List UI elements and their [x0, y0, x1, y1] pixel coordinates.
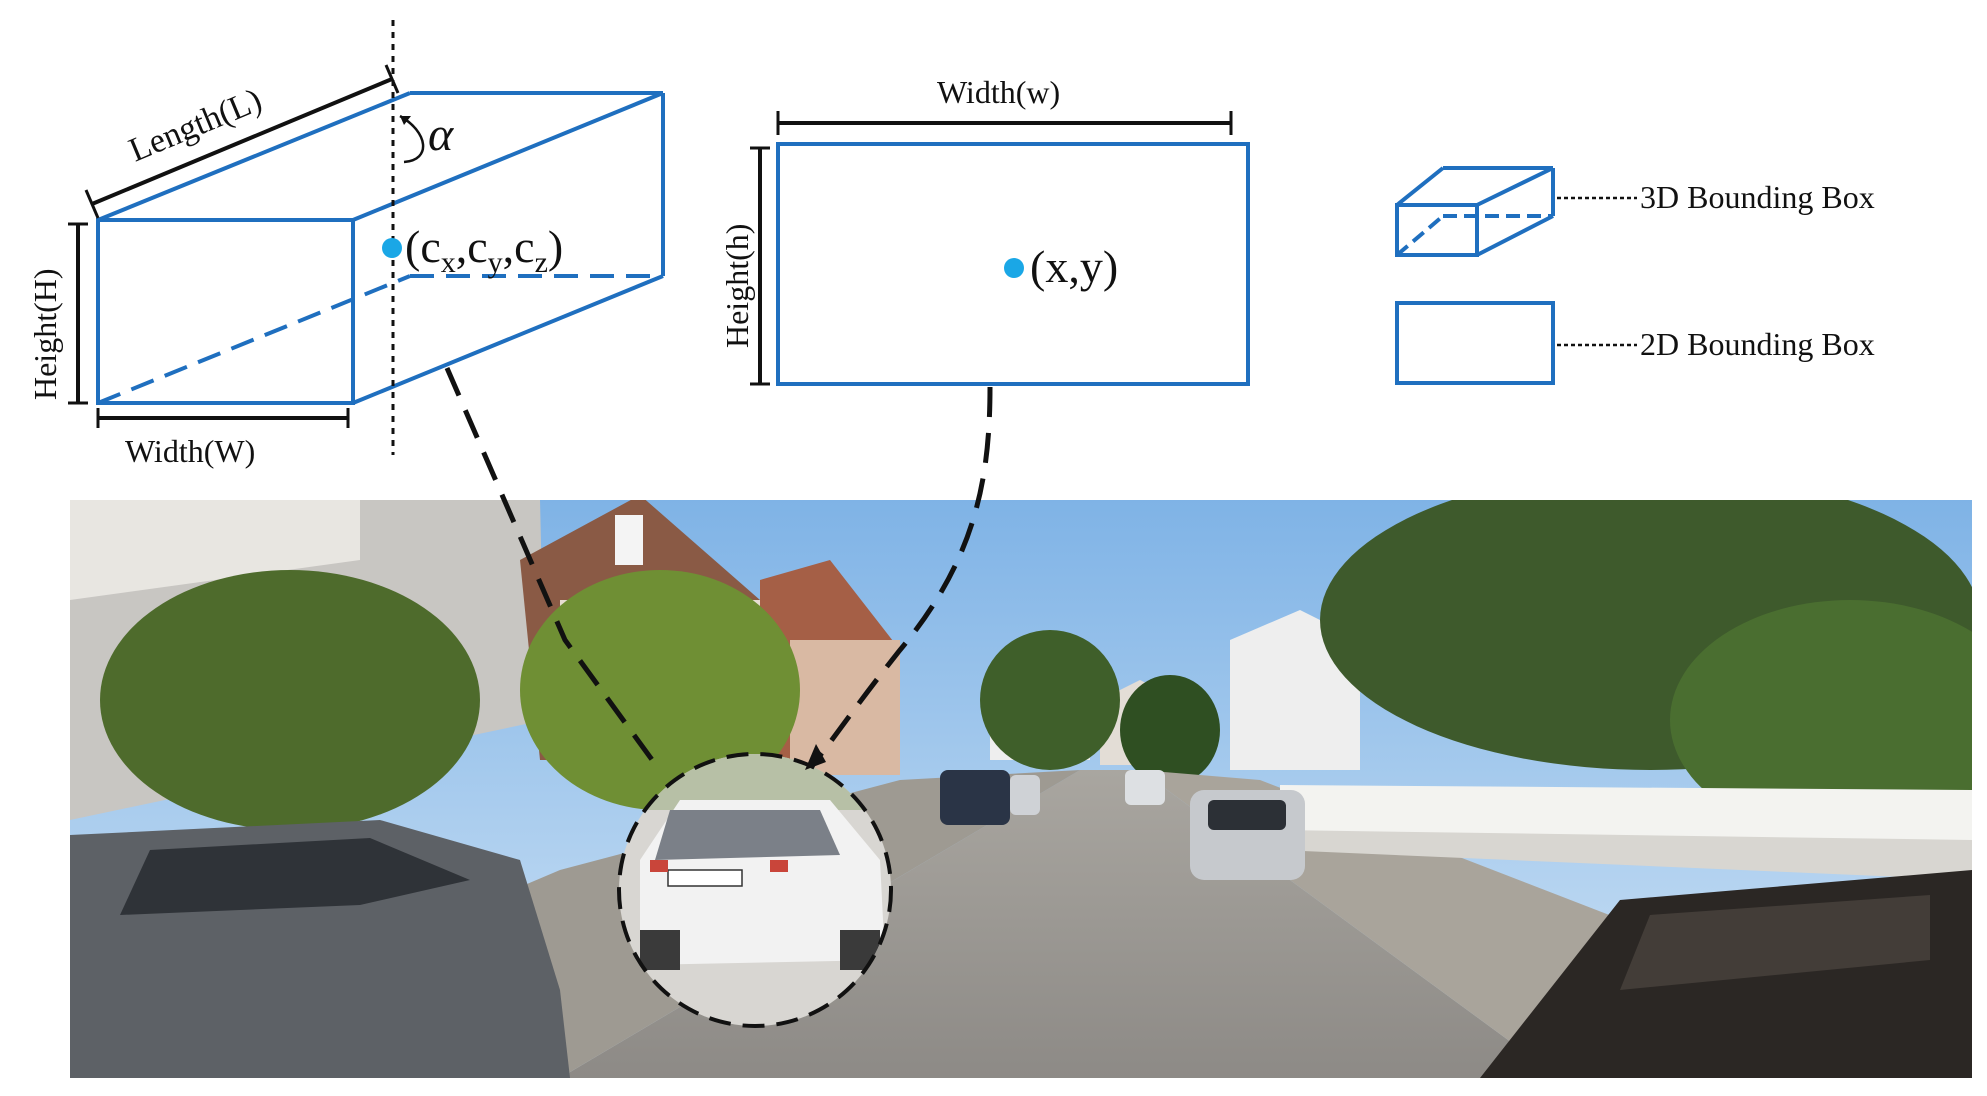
3d-box-icon	[1395, 166, 1555, 257]
height-dimension-2d: Height(h)	[719, 146, 770, 386]
width-dimension-2d: Width(w)	[776, 74, 1233, 135]
legend-item-2d: 2D Bounding Box	[1395, 301, 1875, 385]
2d-center-point	[1004, 258, 1024, 278]
3d-box-bottom-edge-right	[352, 274, 664, 405]
connector-3d-to-inset	[444, 367, 661, 770]
2d-box-rect	[776, 142, 1250, 386]
rotation-arrow-icon	[399, 114, 425, 164]
connector-2d-to-inset	[816, 386, 993, 760]
legend-label-2d: 2D Bounding Box	[1640, 326, 1875, 362]
length-dimension: Length(L)	[84, 64, 400, 219]
width-label-3d: Width(W)	[125, 433, 255, 469]
zoom-circle-outline	[617, 752, 893, 1028]
2d-bounding-box	[776, 142, 1250, 386]
2d-center-label: (x,y)	[1030, 241, 1118, 292]
angle-alpha-label: α	[428, 108, 454, 161]
length-label: Length(L)	[124, 82, 267, 170]
3d-box-hidden-edge-bottom	[97, 274, 411, 405]
width-label-2d: Width(w)	[937, 74, 1060, 110]
connector-arrowhead-icon	[805, 744, 826, 770]
height-label-3d: Height(H)	[27, 268, 63, 400]
2d-box-icon	[1395, 301, 1555, 385]
3d-bounding-box	[96, 91, 665, 405]
legend-label-3d: 3D Bounding Box	[1640, 179, 1875, 215]
zoomed-car-inset	[617, 752, 893, 1028]
3d-box-top-edge-left	[97, 91, 411, 222]
legend-item-3d: 3D Bounding Box	[1395, 166, 1875, 257]
3d-box-front-face	[96, 218, 355, 405]
3d-box-top-edge-right	[352, 91, 664, 222]
legend: 3D Bounding Box 2D Bounding Box	[1395, 166, 1875, 385]
height-dimension-3d: Height(H)	[27, 222, 88, 405]
height-label-2d: Height(h)	[719, 224, 755, 348]
rotation-arrowhead-icon	[400, 116, 411, 125]
3d-center-point	[382, 238, 402, 258]
width-dimension-3d: Width(W)	[96, 408, 350, 469]
3d-center-label: (cx,cy,cz)	[405, 221, 563, 279]
street-scene-photo	[70, 500, 1972, 1078]
